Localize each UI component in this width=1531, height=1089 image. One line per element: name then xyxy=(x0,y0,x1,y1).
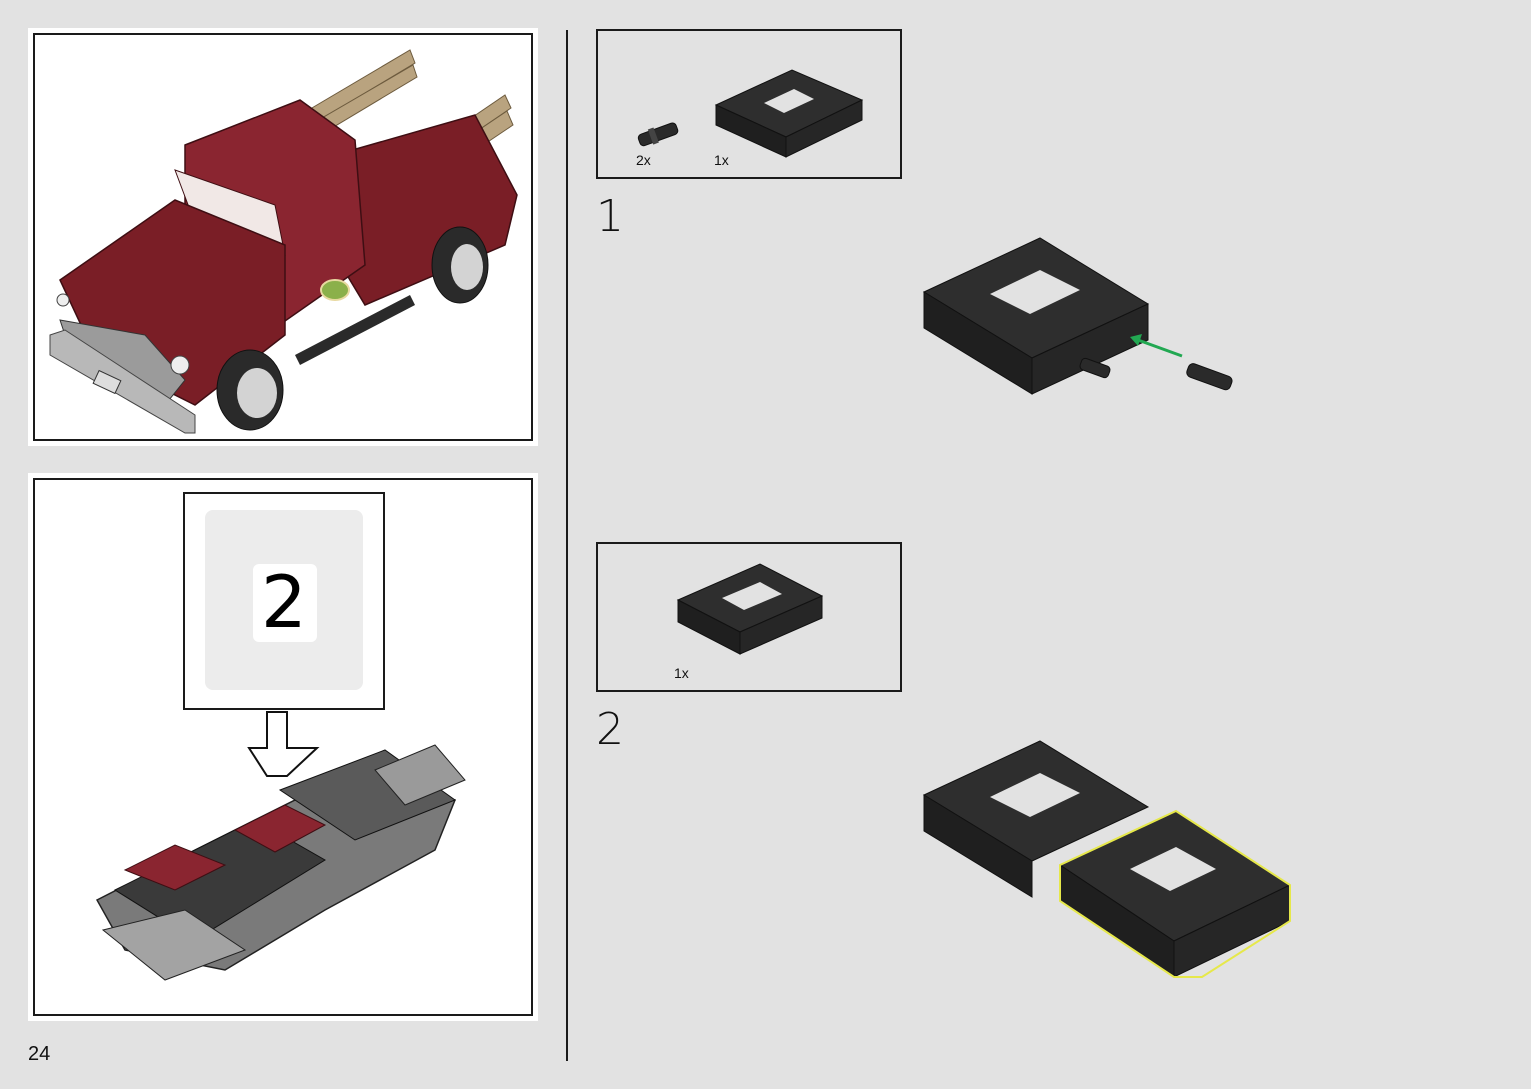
page-divider xyxy=(566,30,568,1061)
step-2-parts-box: 1x xyxy=(596,542,902,692)
inserted-pin xyxy=(1079,357,1111,379)
frame-brick-icon xyxy=(714,69,864,158)
step-2-part-1-qty: 1x xyxy=(674,665,689,681)
chassis-illustration xyxy=(95,744,466,981)
step-1-part-2-qty: 1x xyxy=(714,152,729,168)
loose-pin xyxy=(1186,363,1233,391)
door-logo xyxy=(320,279,350,301)
frame-brick-icon xyxy=(676,563,824,655)
insert-arrow xyxy=(1137,338,1183,358)
down-arrow-icon xyxy=(247,711,320,777)
truck-bed xyxy=(334,114,518,306)
front-wheel xyxy=(216,349,284,431)
bag-panel: 2 xyxy=(28,473,538,1021)
bag-number-bg xyxy=(253,564,317,642)
step-2-number: 2 xyxy=(596,704,624,755)
bag-box: 2 xyxy=(183,492,385,710)
step-1-part-1-qty: 2x xyxy=(636,152,651,168)
step-1-assembly xyxy=(922,237,1233,395)
finished-model-panel xyxy=(28,28,538,446)
bumper xyxy=(49,329,196,434)
running-board xyxy=(295,295,415,365)
bag-frame: 2 xyxy=(33,478,533,1016)
new-part-highlight xyxy=(1059,809,1291,978)
step-1-number: 1 xyxy=(596,191,624,242)
bag-number: 2 xyxy=(261,560,307,644)
truck-illustration xyxy=(49,49,518,434)
page-number: 24 xyxy=(28,1043,51,1065)
rear-wheel xyxy=(431,226,489,304)
step-1-parts-box: 2x 1x xyxy=(596,29,902,179)
pin-icon xyxy=(637,122,679,147)
step-2-assembly xyxy=(922,740,1292,978)
finished-model-frame xyxy=(33,33,533,441)
